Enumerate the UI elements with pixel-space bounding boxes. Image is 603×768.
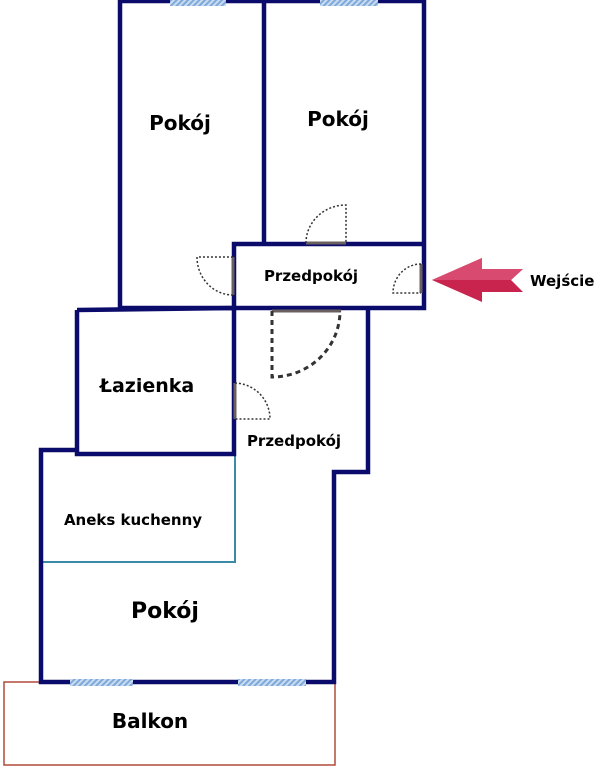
room-label: Przedpokój — [264, 267, 358, 285]
door-swing — [196, 256, 235, 296]
window — [70, 679, 133, 686]
window — [238, 679, 306, 686]
window — [170, 0, 226, 6]
room-label: Pokój — [149, 111, 211, 135]
room-label: Pokój — [307, 107, 369, 131]
room-label: Przedpokój — [247, 432, 341, 450]
entrance-arrow-icon — [432, 258, 523, 302]
door-swing — [305, 204, 347, 245]
door-swing — [270, 309, 342, 379]
walls — [38, 0, 427, 685]
kitchen-partition — [41, 454, 236, 563]
room-label: Pokój — [131, 599, 199, 624]
window — [320, 0, 378, 6]
entrance-label: Wejście — [530, 272, 594, 290]
room-label: Aneks kuchenny — [64, 511, 202, 529]
bathroom-door-swing — [233, 382, 271, 420]
entrance-door-swing — [392, 263, 423, 294]
room-label: Balkon — [112, 709, 188, 733]
room-label: Łazienka — [99, 375, 194, 397]
